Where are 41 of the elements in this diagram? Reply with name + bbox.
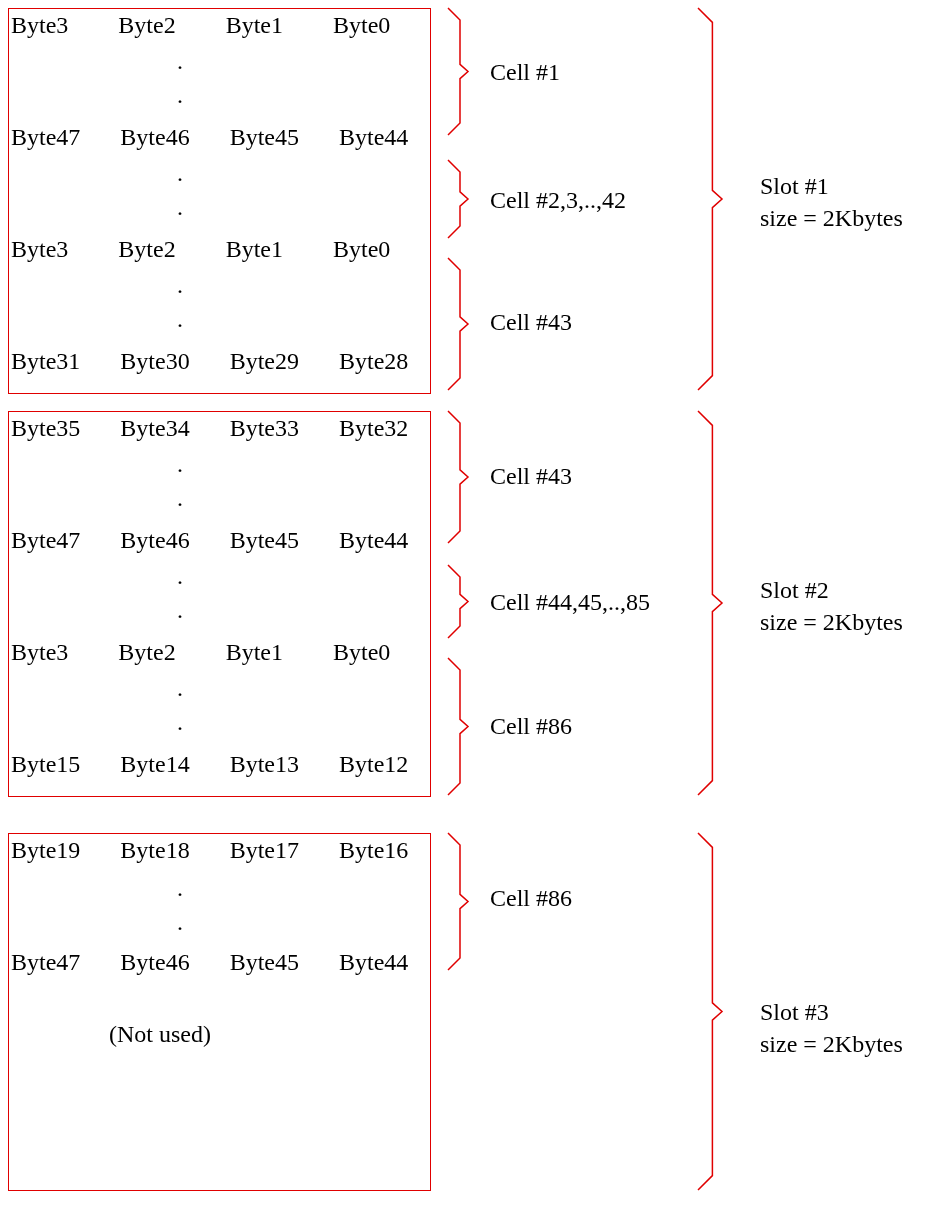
- cell-label: Cell #86: [490, 884, 572, 912]
- memory-slot-box: [8, 8, 431, 394]
- ellipsis-dot: .: [177, 81, 183, 109]
- byte-row-text: Byte19 Byte18 Byte17 Byte16: [11, 836, 409, 864]
- slot-label: Slot #2: [760, 576, 829, 604]
- byte-row-text: Byte47 Byte46 Byte45 Byte44: [11, 123, 409, 151]
- ellipsis-dot: .: [177, 47, 183, 75]
- slot-label: size = 2Kbytes: [760, 204, 903, 232]
- ellipsis-dot: .: [177, 874, 183, 902]
- ellipsis-dot: .: [177, 708, 183, 736]
- cell-label: Cell #43: [490, 462, 572, 490]
- ellipsis-dot: .: [177, 159, 183, 187]
- ellipsis-dot: .: [177, 305, 183, 333]
- cell-label: Cell #2,3,..,42: [490, 186, 626, 214]
- byte-row-text: Byte3 Byte2 Byte1 Byte0: [11, 11, 391, 39]
- byte-row-text: Byte3 Byte2 Byte1 Byte0: [11, 638, 391, 666]
- ellipsis-dot: .: [177, 193, 183, 221]
- ellipsis-dot: .: [177, 596, 183, 624]
- cell-label: Cell #44,45,..,85: [490, 588, 650, 616]
- ellipsis-dot: .: [177, 562, 183, 590]
- slot-label: size = 2Kbytes: [760, 608, 903, 636]
- ellipsis-dot: .: [177, 271, 183, 299]
- memory-slot-box: [8, 411, 431, 797]
- memory-slot-box: [8, 833, 431, 1191]
- ellipsis-dot: .: [177, 450, 183, 478]
- slot-label: Slot #1: [760, 172, 829, 200]
- cell-label: Cell #1: [490, 58, 560, 86]
- ellipsis-dot: .: [177, 484, 183, 512]
- slot-label: Slot #3: [760, 998, 829, 1026]
- ellipsis-dot: .: [177, 674, 183, 702]
- byte-row-text: Byte3 Byte2 Byte1 Byte0: [11, 235, 391, 263]
- cell-label: Cell #43: [490, 308, 572, 336]
- cell-label: Cell #86: [490, 712, 572, 740]
- ellipsis-dot: .: [177, 908, 183, 936]
- byte-row-text: Byte47 Byte46 Byte45 Byte44: [11, 948, 409, 976]
- byte-row-text: Byte15 Byte14 Byte13 Byte12: [11, 750, 409, 778]
- byte-row-text: Byte31 Byte30 Byte29 Byte28: [11, 347, 409, 375]
- byte-row-text: Byte47 Byte46 Byte45 Byte44: [11, 526, 409, 554]
- slot-label: size = 2Kbytes: [760, 1030, 903, 1058]
- note-text: (Not used): [109, 1020, 211, 1048]
- byte-row-text: Byte35 Byte34 Byte33 Byte32: [11, 414, 409, 442]
